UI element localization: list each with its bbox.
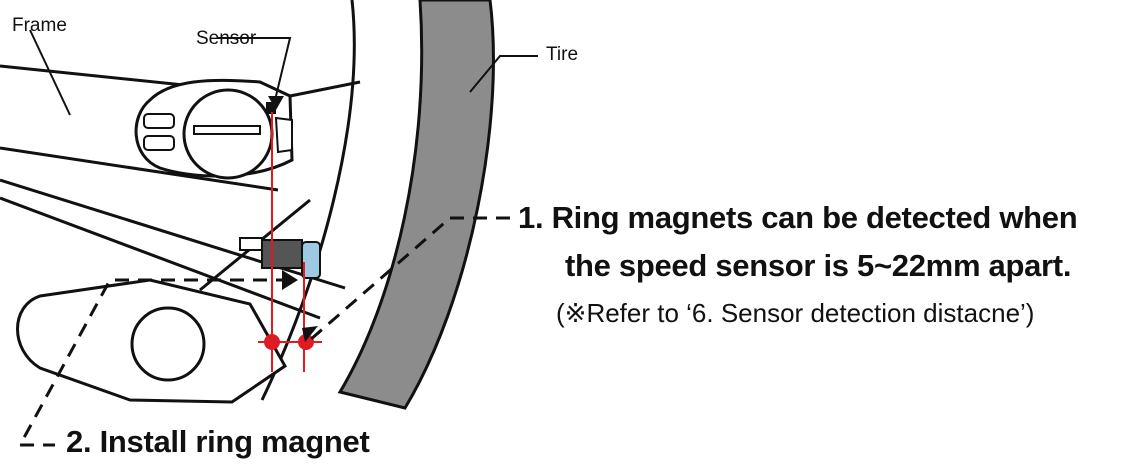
leader-lines <box>29 29 538 116</box>
step2-arrow <box>282 270 298 290</box>
sensor-arrow <box>268 96 284 110</box>
guide-lines <box>258 112 322 372</box>
step2-label: 2. Install ring magnet <box>66 424 370 459</box>
tire-valve <box>239 237 321 279</box>
hub-axle <box>130 306 206 382</box>
step1-line2: the speed sensor is 5~22mm apart. <box>565 248 1072 283</box>
dashed-callouts <box>17 216 510 447</box>
rim-line <box>260 0 356 401</box>
step1-note: (※Refer to ‘6. Sensor detection distacne… <box>556 298 1035 328</box>
step1-line1: 1. Ring magnets can be detected when <box>518 200 1078 235</box>
tire-label: Tire <box>546 44 579 65</box>
sensor-label: Sensor <box>196 28 257 49</box>
frame-label: Frame <box>12 15 67 36</box>
sensor-housing <box>134 78 294 180</box>
tire-shape <box>337 0 495 410</box>
step1-arrow <box>302 326 318 342</box>
